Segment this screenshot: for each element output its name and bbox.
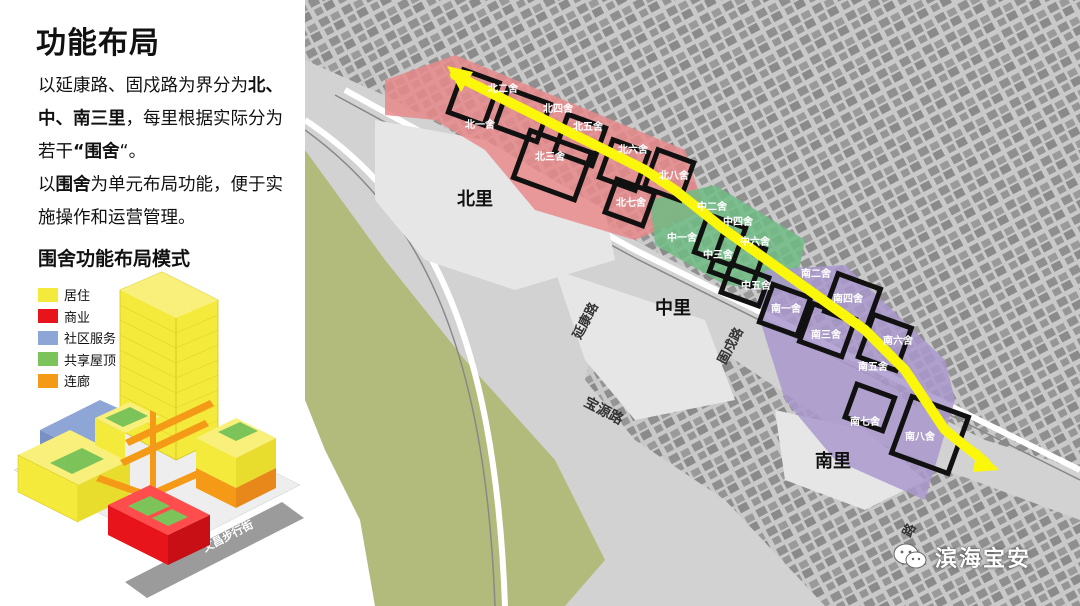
legend-swatch (38, 309, 58, 324)
legend-item: 连廊 (38, 370, 116, 392)
residential-block-right (196, 438, 236, 488)
legend-swatch (38, 352, 58, 367)
corridor-level-side (236, 468, 276, 508)
legend-swatch (38, 330, 58, 345)
unit-labels: 北一舍北二舍北三舍北四舍北五舍北六舍北七舍北八舍中一舍中二舍中三舍中四舍中五舍中… (465, 82, 936, 443)
residential-block-left-side (78, 460, 130, 522)
legend: 居住 商业 社区服务 共享屋顶 连廊 (38, 284, 116, 392)
legend-label: 连廊 (64, 375, 91, 391)
shared-roof-garden (152, 509, 188, 526)
district-label-north: 北里 (457, 189, 493, 210)
unit-label: 中三舍 (703, 248, 734, 261)
commercial-block-side (168, 515, 210, 565)
desc-text: 若干 (38, 142, 73, 162)
north-open-space (375, 120, 615, 290)
river-water (305, 400, 375, 606)
legend-item: 共享屋顶 (38, 349, 116, 371)
left-panel: 功能布局 以延康路、固戍路为界分为北、 中、南三里，每里根据实际分为 若干“围舍… (0, 0, 304, 606)
unit-label: 北一舍 (465, 118, 496, 131)
corridor-level (196, 468, 236, 508)
unit-label: 中四舍 (723, 215, 754, 228)
desc-text: “。 (119, 142, 147, 162)
watermark: 滨海宝安 (893, 540, 1031, 574)
legend-label: 商业 (64, 310, 91, 326)
unit-label: 南四舍 (833, 292, 864, 305)
unit-label: 中五舍 (741, 279, 772, 292)
unit-label: 南六舍 (883, 334, 914, 347)
layout-mode-subtitle: 围舍功能布局模式 (38, 248, 191, 270)
site-map: 北里 中里 南里 延康路 固戍路 宝源路 路 北一舍北二舍北三舍北四舍北五舍北六… (305, 0, 1080, 606)
shared-roof-garden (50, 448, 104, 474)
desc-text: 以延康路、固戍路为界分为 (38, 76, 248, 96)
unit-label: 中二舍 (697, 200, 728, 213)
shared-roof-garden (105, 407, 148, 427)
unit-label: 中六舍 (740, 235, 771, 248)
unit-label: 南五舍 (858, 360, 889, 373)
unit-label: 北二舍 (488, 82, 519, 95)
desc-text: 为单元布局功能，便于实 (90, 175, 284, 195)
unit-label: 南八舍 (905, 430, 936, 443)
circulation-arrow (447, 66, 999, 472)
district-label-middle: 中里 (655, 297, 691, 319)
unit-label: 北三舍 (535, 150, 566, 163)
wechat-icon (893, 543, 927, 569)
tower-floor-lines (119, 304, 219, 439)
tower-roof (120, 272, 218, 318)
unit-label: 南二舍 (801, 267, 832, 280)
unit-label: 北八舍 (659, 169, 690, 182)
legend-item: 商业 (38, 306, 116, 328)
function-layout-diagram: 文昌步行街 (13, 271, 304, 598)
shared-roof-garden (218, 422, 258, 441)
residential-block-center (95, 418, 125, 460)
unit-label: 南七舍 (850, 415, 881, 428)
slide-title: 功能布局 (36, 26, 160, 61)
desc-text: 以 (38, 175, 56, 195)
desc-bold: 北、 (248, 76, 283, 96)
unit-label: 南三舍 (811, 328, 842, 341)
watermark-text: 滨海宝安 (935, 547, 1032, 572)
desc-text: ，每里根据实际分为 (125, 109, 284, 129)
district-label-south: 南里 (815, 450, 851, 472)
middle-open-space (555, 270, 735, 420)
desc-bold: “围舍 (73, 142, 120, 162)
desc-text: 施操作和运营管理。 (38, 208, 196, 228)
unit-label: 南一舍 (771, 302, 802, 315)
legend-item: 居住 (38, 284, 116, 306)
legend-item: 社区服务 (38, 327, 116, 349)
desc-bold: 围舍 (55, 175, 91, 195)
unit-label: 中一舍 (667, 231, 698, 244)
legend-label: 共享屋顶 (64, 353, 117, 369)
unit-label: 北七舍 (616, 196, 647, 209)
north-district-zone (385, 55, 705, 240)
legend-label: 居住 (64, 289, 91, 305)
legend-swatch (38, 287, 58, 302)
unit-label: 北四舍 (543, 102, 574, 115)
unit-label: 北六舍 (618, 143, 649, 156)
commercial-block (108, 505, 168, 565)
legend-swatch (38, 373, 58, 388)
green-belt (305, 150, 605, 606)
pedestrian-street (125, 502, 304, 598)
legend-label: 社区服务 (64, 332, 117, 348)
desc-bold: 中、南三里 (38, 109, 126, 129)
shared-roof-garden (128, 496, 170, 516)
slide-description: 以延康路、固戍路为界分为北、 中、南三里，每里根据实际分为 若干“围舍“。 以围… (38, 70, 300, 235)
unit-label: 北五舍 (573, 120, 604, 133)
residential-block-right-side (236, 438, 276, 488)
